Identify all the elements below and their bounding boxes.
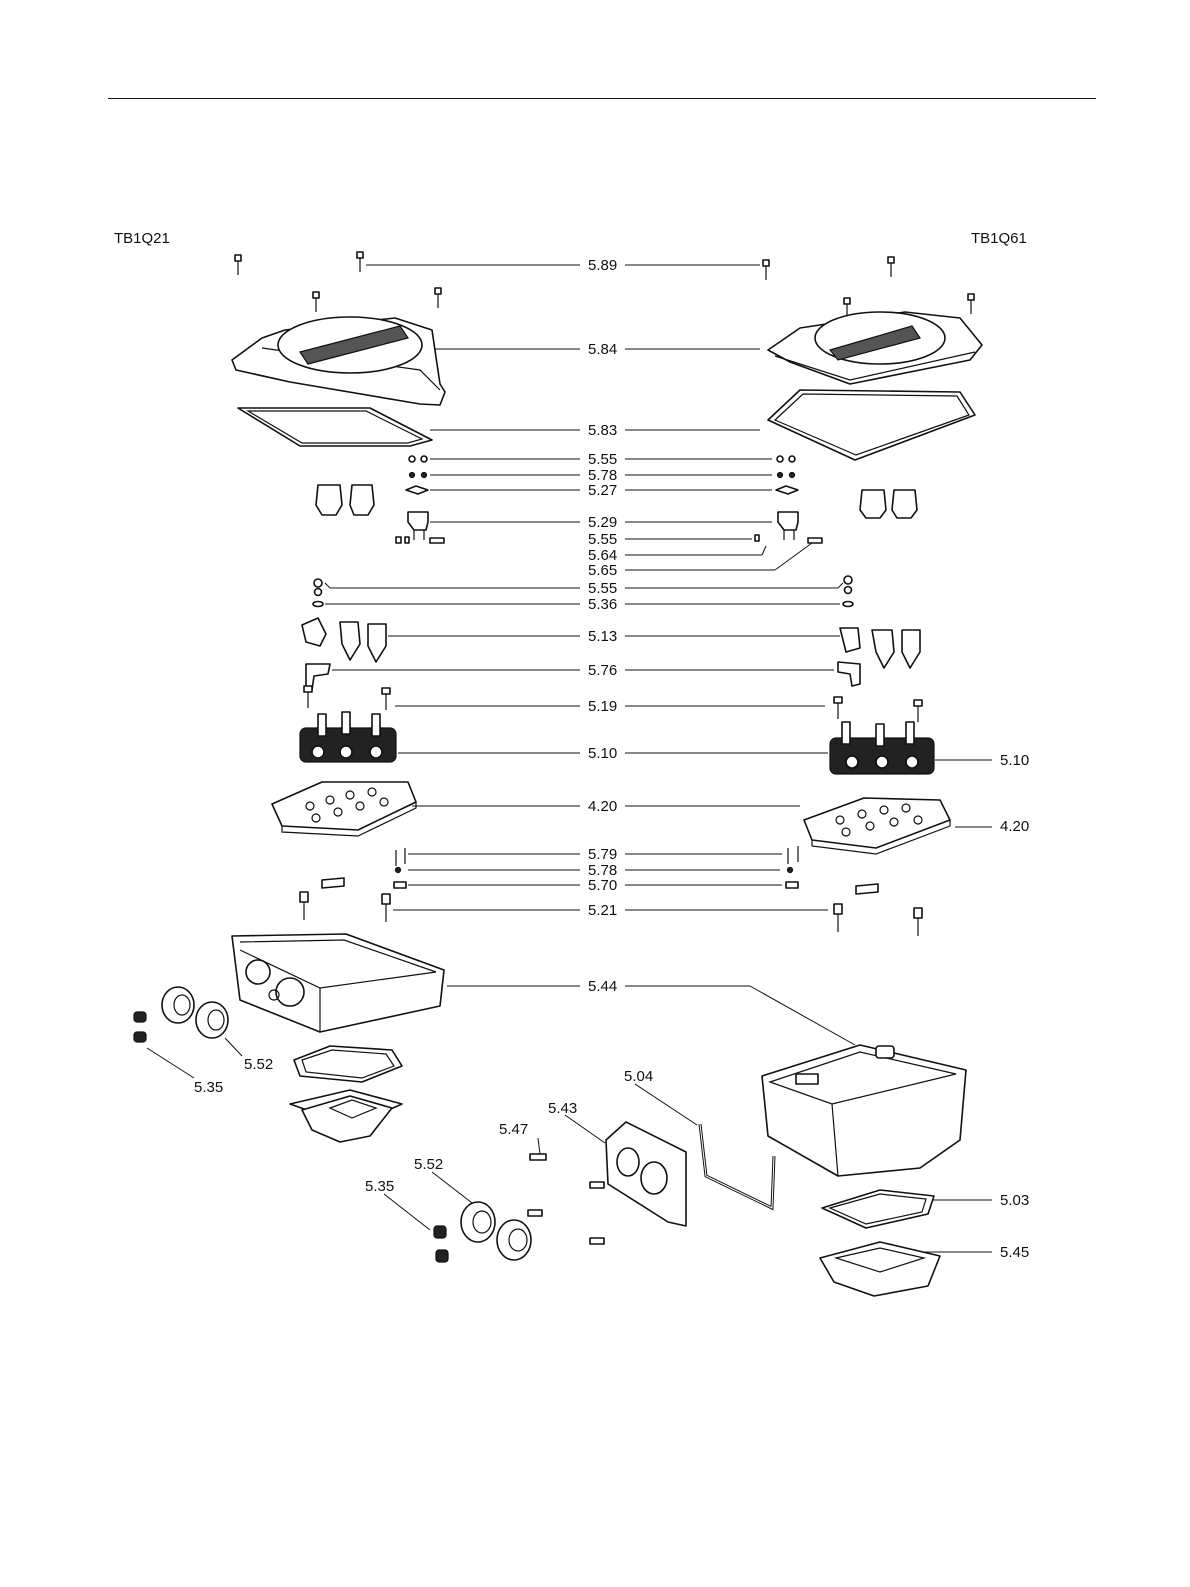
- callout-5-55-b: 5.55: [588, 532, 617, 547]
- callout-5-78-b: 5.78: [588, 863, 617, 878]
- cover-right: [768, 312, 982, 384]
- callout-5-89: 5.89: [588, 258, 617, 273]
- base-gasket-left: [294, 1046, 402, 1082]
- terminal-block-left: [300, 712, 396, 762]
- callout-5-84: 5.84: [588, 342, 617, 357]
- wire-5-04: [700, 1124, 774, 1208]
- callout-4-20: 4.20: [588, 799, 617, 814]
- plate-5-43: [606, 1122, 686, 1226]
- callout-5-55-a: 5.55: [588, 452, 617, 467]
- plate-left: [272, 782, 416, 836]
- callout-4-20-right: 4.20: [1000, 819, 1029, 834]
- callout-5-78-a: 5.78: [588, 468, 617, 483]
- callout-5-70: 5.70: [588, 878, 617, 893]
- callout-5-55-c: 5.55: [588, 581, 617, 596]
- callout-5-10: 5.10: [588, 746, 617, 761]
- callout-5-47: 5.47: [499, 1122, 528, 1137]
- base-cover-5-45: [820, 1242, 940, 1296]
- cable-glands-left: [134, 987, 228, 1042]
- callout-5-36: 5.36: [588, 597, 617, 612]
- nuts-washers: [313, 576, 853, 607]
- callout-5-27: 5.27: [588, 483, 617, 498]
- small-hardware-right: [755, 456, 822, 543]
- callout-5-76: 5.76: [588, 663, 617, 678]
- small-hardware-left: [396, 456, 444, 543]
- callout-5-45: 5.45: [1000, 1245, 1029, 1260]
- cover-left: [232, 317, 445, 405]
- callout-5-21: 5.21: [588, 903, 617, 918]
- callout-5-03: 5.03: [1000, 1193, 1029, 1208]
- callout-5-29: 5.29: [588, 515, 617, 530]
- callout-5-19: 5.19: [588, 699, 617, 714]
- plate-right: [804, 798, 950, 854]
- callout-5-10-right: 5.10: [1000, 753, 1029, 768]
- callout-5-52-b: 5.52: [414, 1157, 443, 1172]
- gasket-5-03: [822, 1190, 934, 1228]
- callout-5-79: 5.79: [588, 847, 617, 862]
- callout-5-83: 5.83: [588, 423, 617, 438]
- callout-5-35-b: 5.35: [365, 1179, 394, 1194]
- callout-5-04: 5.04: [624, 1069, 653, 1084]
- callout-5-65: 5.65: [588, 563, 617, 578]
- screws-5-47: [528, 1154, 604, 1244]
- callout-5-64: 5.64: [588, 548, 617, 563]
- callout-5-35-a: 5.35: [194, 1080, 223, 1095]
- callout-5-44: 5.44: [588, 979, 617, 994]
- callout-5-13: 5.13: [588, 629, 617, 644]
- cable-glands-lower: [434, 1202, 531, 1262]
- callout-5-43: 5.43: [548, 1101, 577, 1116]
- base-cover-left: [290, 1090, 402, 1142]
- housing-left: [232, 934, 444, 1032]
- callout-5-52-a: 5.52: [244, 1057, 273, 1072]
- terminal-block-right: [830, 722, 934, 774]
- housing-right: [762, 1045, 966, 1176]
